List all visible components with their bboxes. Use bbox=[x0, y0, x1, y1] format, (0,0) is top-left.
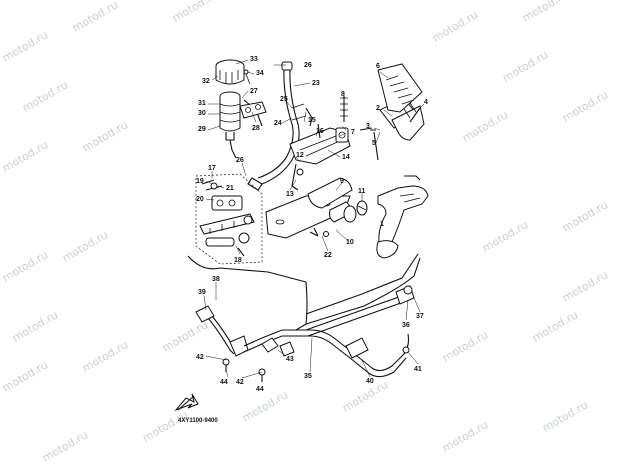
part-label-13: 13 bbox=[286, 191, 294, 198]
part-label-27: 27 bbox=[250, 88, 258, 95]
part-label-38: 38 bbox=[212, 276, 220, 283]
part-label-21: 21 bbox=[226, 185, 234, 192]
part-label-30: 30 bbox=[198, 110, 206, 117]
part-label-42-left: 42 bbox=[196, 354, 204, 361]
part-label-10: 10 bbox=[346, 239, 354, 246]
part-label-40: 40 bbox=[366, 378, 374, 385]
part-label-29: 29 bbox=[198, 126, 206, 133]
leader-lines bbox=[203, 59, 425, 381]
frame-outline bbox=[187, 253, 421, 331]
part-label-4: 4 bbox=[424, 99, 428, 106]
part-label-2: 2 bbox=[376, 105, 380, 112]
part-label-44-left: 44 bbox=[220, 379, 228, 386]
pedal-shaft bbox=[307, 177, 368, 223]
part-label-31: 31 bbox=[198, 100, 206, 107]
part-label-20: 20 bbox=[196, 196, 204, 203]
part-label-16: 16 bbox=[316, 128, 324, 135]
part-label-32: 32 bbox=[202, 78, 210, 85]
part-label-19: 19 bbox=[196, 178, 204, 185]
part-label-35: 35 bbox=[304, 373, 312, 380]
part-label-6: 6 bbox=[376, 63, 380, 70]
reservoir-assembly bbox=[215, 59, 263, 159]
part-label-37: 37 bbox=[416, 313, 424, 320]
part-label-17: 17 bbox=[208, 165, 216, 172]
part-label-42-right: 42 bbox=[236, 379, 244, 386]
part-label-9: 9 bbox=[340, 178, 344, 185]
part-label-43: 43 bbox=[286, 356, 294, 363]
part-label-25: 25 bbox=[280, 96, 288, 103]
brake-pedal bbox=[359, 63, 429, 259]
part-label-11: 11 bbox=[358, 188, 366, 195]
part-label-18: 18 bbox=[234, 257, 242, 264]
line-clamps bbox=[222, 337, 410, 382]
part-label-39: 39 bbox=[198, 289, 206, 296]
part-label-34: 34 bbox=[256, 70, 264, 77]
part-number-labels: 33 32 34 27 31 30 29 28 26 23 25 24 16 1… bbox=[196, 56, 428, 393]
master-cylinder-kit bbox=[195, 173, 263, 265]
front-direction-arrow-icon bbox=[174, 393, 199, 412]
part-label-26-top: 26 bbox=[304, 62, 312, 69]
part-label-15: 15 bbox=[308, 117, 316, 124]
part-label-12: 12 bbox=[296, 152, 304, 159]
part-label-44-right: 44 bbox=[256, 386, 264, 393]
part-label-1: 1 bbox=[380, 221, 384, 228]
part-label-7: 7 bbox=[351, 129, 355, 136]
part-label-14: 14 bbox=[342, 154, 350, 161]
part-label-41: 41 bbox=[414, 366, 422, 373]
part-label-8: 8 bbox=[341, 91, 345, 98]
part-label-36: 36 bbox=[402, 322, 410, 329]
part-label-22: 22 bbox=[324, 252, 332, 259]
reference-code: 4XY1100-9400 bbox=[178, 418, 218, 424]
part-label-23: 23 bbox=[312, 80, 320, 87]
part-label-28: 28 bbox=[252, 125, 260, 132]
part-label-26-mid: 26 bbox=[236, 157, 244, 164]
mounting-bracket bbox=[239, 101, 267, 119]
part-label-33: 33 bbox=[250, 56, 258, 63]
part-label-24: 24 bbox=[274, 120, 282, 127]
part-label-5: 5 bbox=[372, 140, 376, 147]
part-label-3: 3 bbox=[366, 123, 370, 130]
master-cylinder bbox=[289, 96, 351, 191]
